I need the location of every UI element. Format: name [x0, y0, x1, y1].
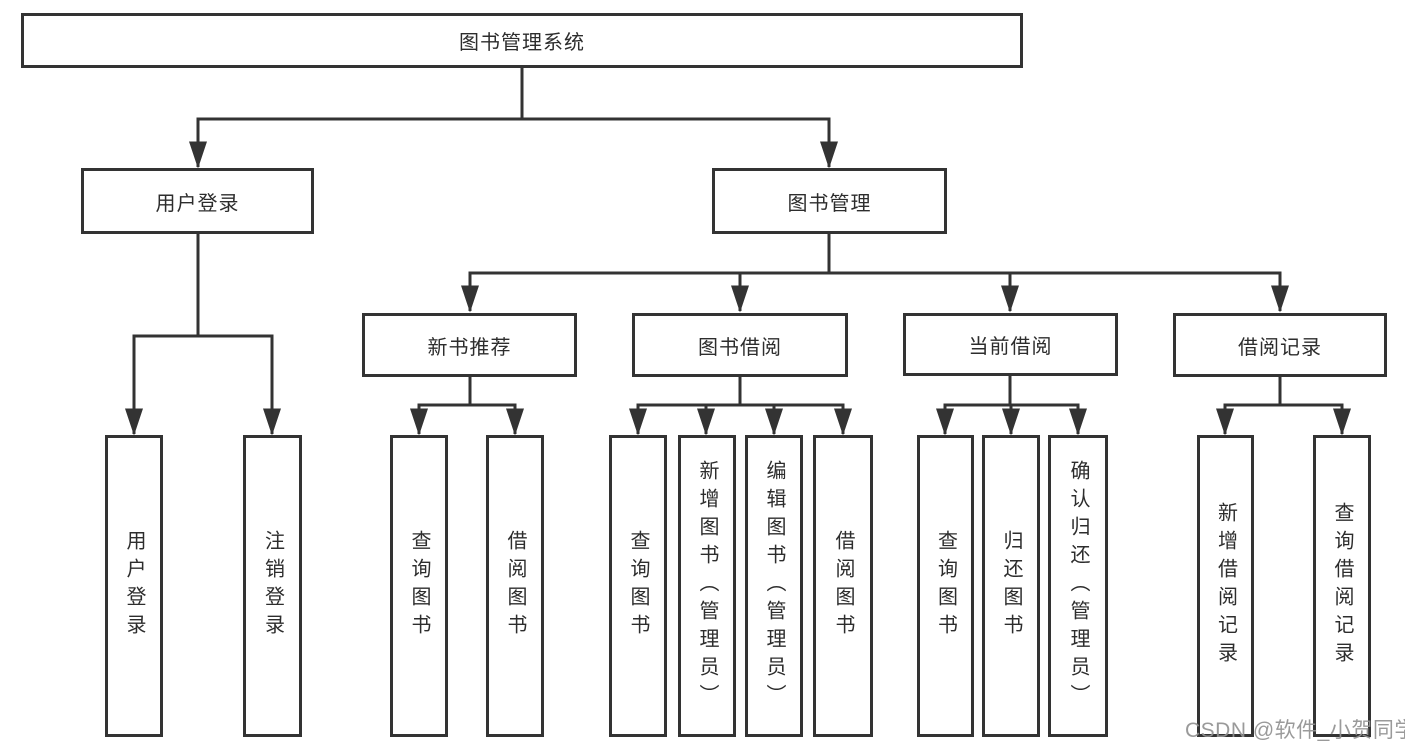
leaf-user-login: 用户登录 [105, 435, 163, 737]
connector-book-borrow-section [629, 375, 852, 436]
node-current-borrow: 当前借阅 [903, 313, 1118, 376]
node-root-system: 图书管理系统 [21, 13, 1023, 68]
leaf-return-book: 归还图书 [982, 435, 1040, 737]
node-borrow-records: 借阅记录 [1173, 313, 1387, 377]
leaf-borrow-books: 借阅图书 [813, 435, 873, 737]
node-user-login-branch: 用户登录 [81, 168, 314, 234]
node-book-borrow: 图书借阅 [632, 313, 848, 377]
leaf-query-books-current: 查询图书 [917, 435, 974, 737]
leaf-logout: 注销登录 [243, 435, 302, 737]
connector-user-branch [125, 231, 281, 436]
connector-borrow-records-section [1216, 375, 1351, 436]
leaf-confirm-return-admin: 确认归还（管理员） [1048, 435, 1108, 737]
connector-root-to-level2 [189, 65, 838, 169]
node-new-book-recommend: 新书推荐 [362, 313, 577, 377]
node-book-management-branch: 图书管理 [712, 168, 947, 234]
connector-book-branch [461, 231, 1289, 313]
leaf-add-book-admin: 新增图书（管理员） [678, 435, 736, 737]
connector-new-book-section [410, 375, 524, 436]
leaf-query-borrow-record: 查询借阅记录 [1313, 435, 1371, 737]
leaf-query-books-recommend: 查询图书 [390, 435, 448, 737]
leaf-borrow-books-recommend: 借阅图书 [486, 435, 544, 737]
leaf-add-borrow-record: 新增借阅记录 [1197, 435, 1254, 737]
leaf-edit-book-admin: 编辑图书（管理员） [745, 435, 803, 737]
connector-current-borrow-section [936, 375, 1087, 436]
leaf-query-books-borrow: 查询图书 [609, 435, 667, 737]
watermark: CSDN @软件_小贺同学 [1185, 719, 1405, 742]
